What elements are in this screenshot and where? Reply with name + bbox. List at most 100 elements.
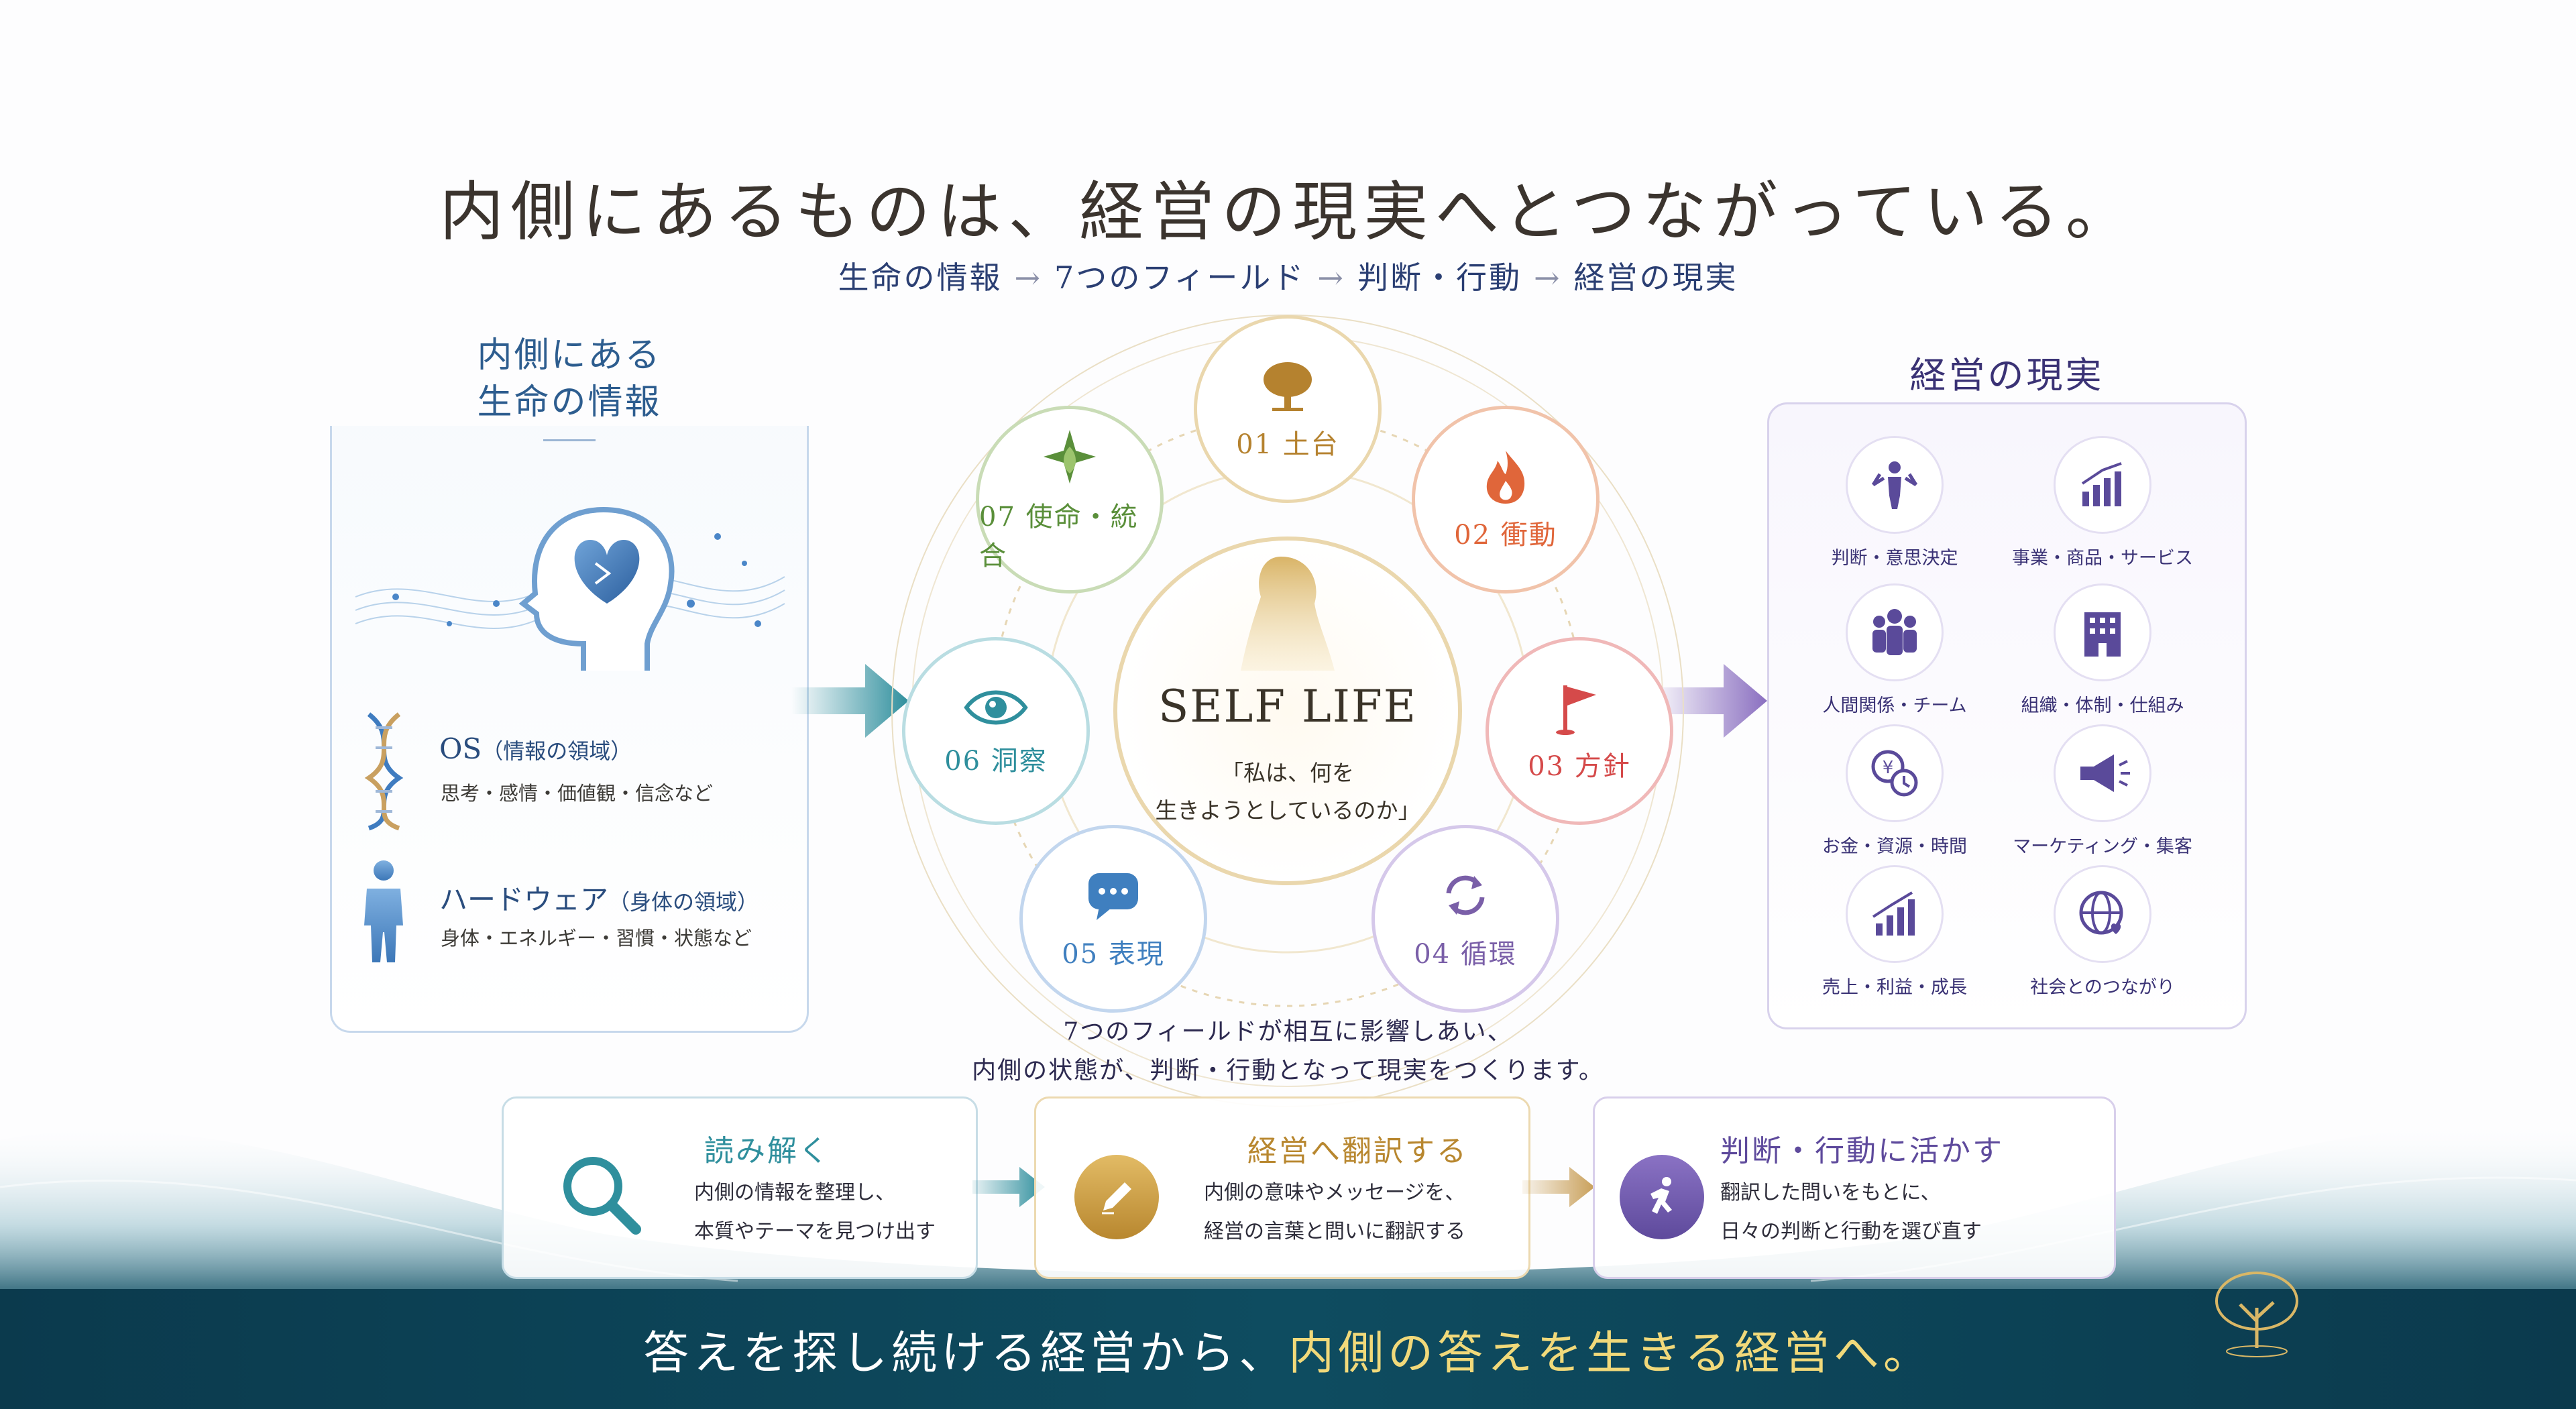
business-reality-heading: 経営の現実 bbox=[1767, 345, 2247, 398]
eye-icon bbox=[964, 690, 1028, 725]
magnifier-icon bbox=[563, 1157, 641, 1235]
hardware-title-text: ハードウェア bbox=[439, 883, 609, 916]
reality-item-money: ¥ お金・資源・時間 bbox=[1794, 724, 1995, 858]
reality-label: お金・資源・時間 bbox=[1822, 836, 1967, 857]
flow-step-reality: 経営の現実 bbox=[1573, 260, 1738, 296]
step-title-translate: 経営へ翻訳する bbox=[1247, 1134, 1468, 1168]
decision-arrows-icon bbox=[1871, 461, 1918, 509]
field-node-expression: 05 表現 bbox=[1019, 825, 1207, 1013]
hardware-description: 身体・エネルギー・習慣・状態など bbox=[441, 927, 752, 950]
reality-label: 組織・体制・仕組み bbox=[2021, 695, 2184, 716]
step-desc-line: 本質やテーマを見つけ出す bbox=[694, 1220, 936, 1243]
growth-chart-icon bbox=[1872, 891, 1915, 936]
step-desc-line: 経営の言葉と問いに翻訳する bbox=[1204, 1220, 1465, 1243]
reality-label: 人間関係・チーム bbox=[1822, 695, 1967, 716]
step-desc-translate: 内側の意味やメッセージを、 経営の言葉と問いに翻訳する bbox=[1204, 1174, 1465, 1251]
field-label-policy: 03 方針 bbox=[1528, 751, 1631, 782]
reality-icon-circle bbox=[1846, 583, 1944, 681]
page-title: 内側にあるものは、経営の現実へとつながっている。 bbox=[439, 174, 2137, 249]
arrow-right-icon bbox=[1650, 664, 1767, 738]
inner-info-panel bbox=[330, 402, 809, 1033]
dna-icon bbox=[364, 712, 404, 831]
field-label-foundation: 01 土台 bbox=[1236, 429, 1339, 460]
reality-icon-circle bbox=[2054, 583, 2151, 681]
quote-line1: 「私は、何を bbox=[1221, 760, 1354, 786]
flame-icon bbox=[1486, 451, 1525, 504]
flow-step-life-info: 生命の情報 bbox=[838, 260, 1003, 296]
field-label-expression: 05 表現 bbox=[1062, 939, 1165, 970]
sparkle-leaf-icon bbox=[1044, 430, 1096, 484]
head-heart-illustration bbox=[355, 506, 785, 671]
pencil-icon bbox=[1074, 1155, 1159, 1239]
os-description: 思考・感情・価値観・信念など bbox=[441, 782, 714, 805]
inner-info-heading-line1: 内側にある bbox=[477, 335, 662, 376]
field-label-insight: 06 洞察 bbox=[944, 746, 1048, 777]
reality-label: マーケティング・集客 bbox=[2013, 836, 2192, 857]
slogan: 答えを探し続ける経営から、内側の答えを生きる経営へ。 bbox=[0, 1316, 2576, 1382]
arrow-right-icon bbox=[791, 664, 909, 738]
tree-logo-icon bbox=[2215, 1272, 2298, 1357]
step-title-interpret: 読み解く bbox=[704, 1134, 830, 1168]
reality-label: 社会とのつながり bbox=[2030, 977, 2175, 998]
reality-icon-circle bbox=[1846, 865, 1944, 963]
fields-description-line1: 7つのフィールドが相互に影響しあい、 bbox=[1063, 1018, 1513, 1046]
reality-label: 事業・商品・サービス bbox=[2012, 548, 2193, 569]
running-person-icon bbox=[1620, 1155, 1704, 1239]
globe-heart-icon bbox=[2079, 891, 2123, 935]
reality-icon-circle bbox=[2054, 865, 2151, 963]
reality-label: 売上・利益・成長 bbox=[1822, 977, 1967, 998]
quote-line2: 生きようとしているのか」 bbox=[1155, 797, 1420, 824]
reality-icon-circle bbox=[1846, 436, 1944, 534]
field-node-foundation: 01 土台 bbox=[1194, 315, 1382, 503]
fields-description: 7つのフィールドが相互に影響しあい、 内側の状態が、判断・行動となって現実をつく… bbox=[0, 1013, 2576, 1090]
reality-item-business: 事業・商品・サービス bbox=[2002, 436, 2203, 569]
field-node-policy: 03 方針 bbox=[1486, 637, 1673, 825]
self-life-quote: 「私は、何を 生きようとしているのか」 bbox=[1113, 754, 1462, 830]
self-life-title: SELF LIFE bbox=[1158, 681, 1417, 732]
money-clock-icon: ¥ bbox=[1871, 750, 1918, 797]
field-node-insight: 06 洞察 bbox=[902, 637, 1090, 825]
reality-icon-circle bbox=[2054, 724, 2151, 822]
reality-item-decision: 判断・意思決定 bbox=[1794, 436, 1995, 569]
reality-item-marketing: マーケティング・集客 bbox=[2002, 724, 2203, 858]
step-desc-line: 日々の判断と行動を選び直す bbox=[1720, 1220, 1982, 1243]
slogan-part1: 答えを探し続ける経営から、 bbox=[643, 1327, 1289, 1380]
step-desc-apply: 翻訳した問いをもとに、 日々の判断と行動を選び直す bbox=[1720, 1174, 1982, 1251]
arrow-right-icon bbox=[1522, 1167, 1595, 1207]
field-node-mission: 07 使命・統合 bbox=[976, 406, 1164, 594]
building-icon bbox=[2084, 612, 2121, 657]
flow-step-fields: 7つのフィールド bbox=[1054, 260, 1306, 296]
hardware-subtitle: （身体の領域） bbox=[608, 889, 759, 915]
inner-info-heading: 内側にある 生命の情報 bbox=[330, 332, 809, 426]
reality-item-organization: 組織・体制・仕組み bbox=[2002, 583, 2203, 717]
reality-item-sales: 売上・利益・成長 bbox=[1794, 865, 1995, 999]
tree-icon bbox=[1264, 362, 1312, 411]
flag-icon bbox=[1556, 685, 1596, 735]
hardware-title: ハードウェア（身体の領域） bbox=[439, 877, 759, 918]
os-title-text: OS bbox=[439, 732, 482, 765]
svg-text:¥: ¥ bbox=[1883, 758, 1894, 778]
field-label-mission: 07 使命・統合 bbox=[979, 502, 1139, 571]
step-desc-interpret: 内側の情報を整理し、 本質やテーマを見つけ出す bbox=[694, 1174, 936, 1251]
step-card-interpret bbox=[502, 1096, 978, 1279]
flow-arrow: → bbox=[1533, 260, 1562, 296]
reality-icon-circle: ¥ bbox=[1846, 724, 1944, 822]
reality-icon-circle bbox=[2054, 436, 2151, 534]
os-title: OS（情報の領域） bbox=[439, 732, 632, 765]
field-node-cycle: 04 循環 bbox=[1371, 825, 1559, 1013]
flow-step-action: 判断・行動 bbox=[1357, 260, 1522, 296]
field-label-impulse: 02 衝動 bbox=[1454, 520, 1557, 551]
reality-item-team: 人間関係・チーム bbox=[1794, 583, 1995, 717]
woman-silhouette-icon bbox=[1241, 557, 1335, 671]
heading-divider bbox=[543, 439, 596, 441]
bar-chart-icon bbox=[2081, 462, 2122, 506]
cycle-arrows-icon bbox=[1446, 875, 1485, 915]
step-title-apply: 判断・行動に活かす bbox=[1720, 1134, 2004, 1168]
os-subtitle: （情報の領域） bbox=[482, 738, 632, 764]
inner-info-heading-line2: 生命の情報 bbox=[477, 382, 662, 422]
flow-subtitle: 生命の情報→7つのフィールド→判断・行動→経営の現実 bbox=[0, 253, 2576, 298]
bottom-band bbox=[0, 1289, 2576, 1409]
fields-description-line2: 内側の状態が、判断・行動となって現実をつくります。 bbox=[972, 1057, 1604, 1084]
step-desc-line: 翻訳した問いをもとに、 bbox=[1720, 1181, 1941, 1204]
flow-arrow: → bbox=[1317, 260, 1345, 296]
